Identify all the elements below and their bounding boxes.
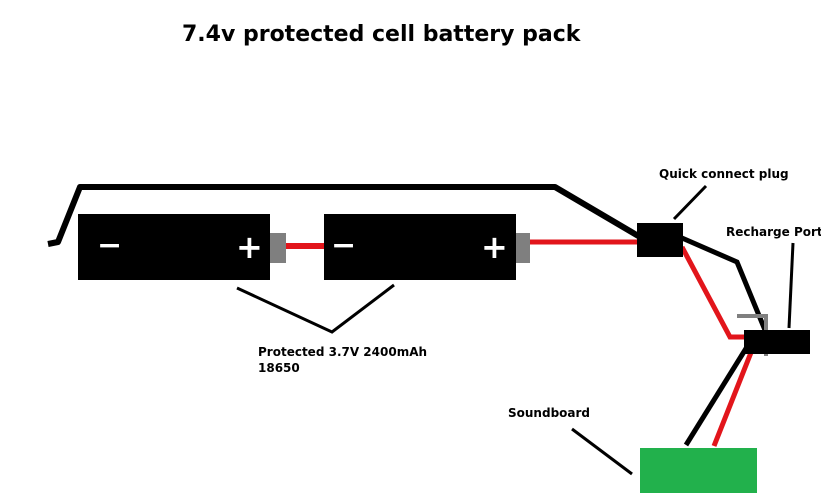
cell-2-negative-sign: − bbox=[331, 228, 356, 263]
cell-1-negative-sign: − bbox=[97, 228, 122, 263]
plug-pointer bbox=[672, 184, 708, 221]
negative-loop-wire bbox=[47, 184, 642, 247]
port-pointer bbox=[787, 242, 795, 329]
cell-2-terminal bbox=[516, 233, 530, 263]
diagram-title: 7.4v protected cell battery pack bbox=[182, 22, 581, 47]
cells-label-line2: 18650 bbox=[258, 361, 300, 375]
cell-2: − + bbox=[324, 214, 530, 280]
cells-label-line1: Protected 3.7V 2400mAh bbox=[258, 345, 428, 359]
recharge-port bbox=[744, 330, 810, 354]
soundboard-pointer bbox=[571, 427, 633, 476]
cell-2-positive-sign: + bbox=[481, 228, 508, 266]
cell-1-terminal bbox=[270, 233, 286, 263]
quick-connect-label: Quick connect plug bbox=[659, 167, 789, 181]
soundboard-label: Soundboard bbox=[508, 406, 591, 420]
cells-pointer bbox=[236, 283, 395, 334]
plug-to-port-black-wire bbox=[681, 235, 768, 331]
plug-to-port-red-wire bbox=[679, 245, 744, 340]
soundboard bbox=[640, 448, 757, 493]
port-to-soundboard-black-wire bbox=[683, 340, 753, 447]
recharge-port-label: Recharge Port bbox=[726, 225, 821, 239]
quick-connect-plug bbox=[637, 223, 683, 257]
cell-1-positive-sign: + bbox=[236, 228, 263, 266]
cell-1: − + bbox=[78, 214, 286, 280]
port-to-soundboard-red-wire bbox=[711, 349, 755, 447]
